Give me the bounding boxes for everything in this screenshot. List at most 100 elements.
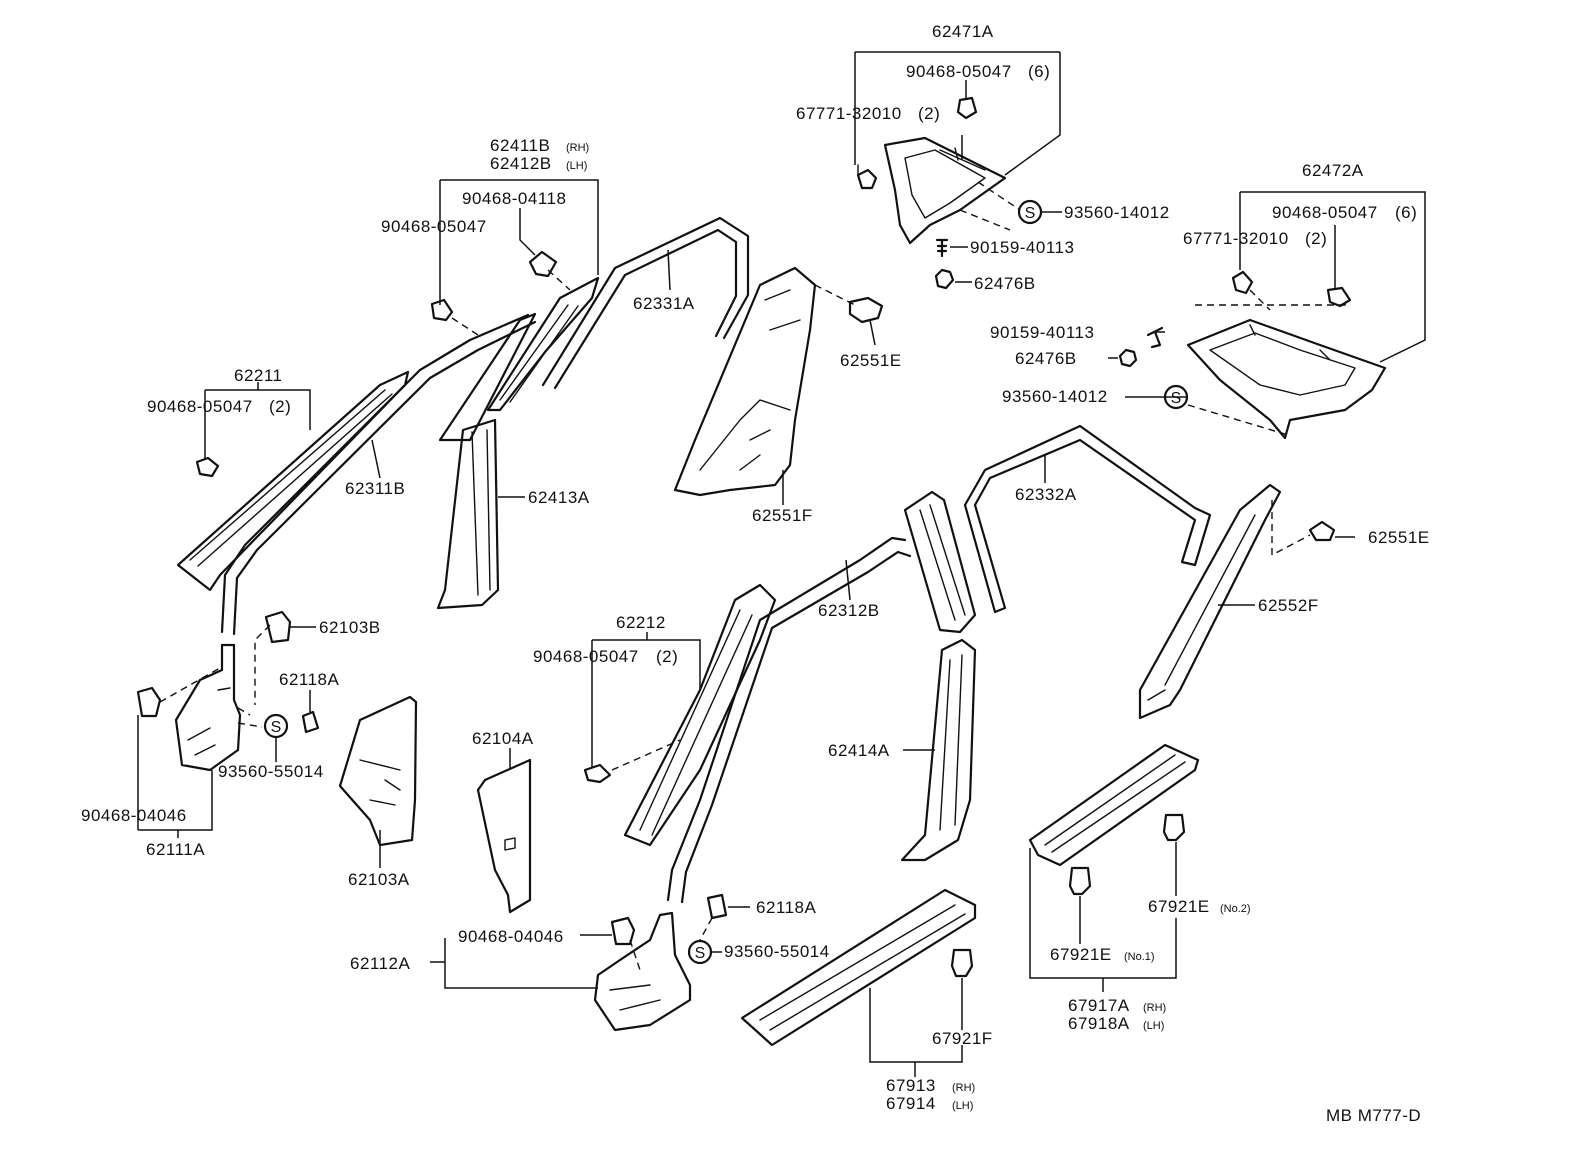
label-qty-2: (2): [918, 104, 940, 123]
clip-62551E-a-icon: [848, 296, 884, 324]
label-62471A: 62471A: [932, 22, 994, 41]
label-90468-04046: 90468-04046: [81, 806, 187, 825]
label-rh-1: (RH): [566, 142, 589, 154]
label-62472A: 62472A: [1302, 161, 1364, 180]
s-symbol-icon: [263, 713, 289, 739]
part-labels: 62471A 90468-05047 (6) 67771-32010 (2) 9…: [81, 22, 1430, 1125]
s-symbol-text: S: [1171, 390, 1182, 407]
clip-90468-05047-right-icon: [1326, 286, 1352, 308]
label-67914: 67914: [886, 1094, 936, 1113]
label-no-2: (No.2): [1220, 903, 1251, 915]
s-symbol-text: S: [695, 945, 706, 962]
part-62551F-inner-garnish: [673, 266, 817, 497]
label-qty-2b: (2): [1305, 229, 1327, 248]
part-62331A-door-trim: [541, 216, 750, 390]
part-62312B-weatherstrip: [666, 536, 912, 904]
label-62118A-b: 62118A: [756, 898, 817, 917]
part-62552F-pillar-garnish: [1138, 483, 1282, 720]
label-62551E: 62551E: [840, 351, 902, 370]
label-62332A: 62332A: [1015, 485, 1077, 504]
clip-90468-05047-left-icon: [195, 456, 220, 478]
label-90159-40113: 90159-40113: [970, 238, 1074, 257]
label-67771-32010: 67771-32010: [796, 104, 902, 123]
part-62311B-weatherstrip: [220, 313, 537, 636]
part-67917A-scuff-plate: [1028, 743, 1200, 867]
label-62551F: 62551F: [752, 506, 813, 525]
leader-lines: [137, 51, 1426, 1077]
clip-62551E-b-icon: [1308, 520, 1336, 542]
label-62111A: 62111A: [146, 840, 205, 859]
label-67913: 67913: [886, 1076, 936, 1095]
label-90468-05047-6b: 90468-05047: [1272, 203, 1378, 222]
label-62211: 62211: [234, 366, 283, 385]
clip-90468-05047-top-icon: [956, 96, 978, 120]
part-62104A-kick-panel: [476, 758, 532, 914]
part-62472A-quarter-trim: [1186, 318, 1387, 440]
label-93560-55014b: 93560-55014: [724, 942, 830, 961]
drawing-code: MB M777-D: [1326, 1106, 1421, 1125]
s-symbol-icon: [1017, 199, 1043, 225]
label-62551E-b: 62551E: [1368, 528, 1430, 547]
label-62312B: 62312B: [818, 601, 880, 620]
clip-90468-05047-b-icon: [583, 763, 612, 784]
screw-90159-40113-right-icon: [1146, 326, 1164, 349]
part-62332A-window-trim: [963, 424, 1212, 614]
label-rh-2: (RH): [952, 1082, 975, 1094]
clip-62103B-icon: [264, 610, 292, 644]
label-qty-2c: (2): [269, 397, 291, 416]
label-62104A: 62104A: [472, 729, 534, 748]
clip-67921E-no2-icon: [1162, 813, 1186, 842]
label-67918A: 67918A: [1068, 1014, 1130, 1033]
label-93560-55014: 93560-55014: [218, 762, 324, 781]
clip-62118A-left-icon: [301, 710, 320, 734]
label-62412B: 62412B: [490, 154, 552, 173]
label-62118A: 62118A: [279, 670, 340, 689]
label-62331A: 62331A: [633, 294, 695, 313]
label-lh-3: (LH): [1143, 1020, 1164, 1032]
part-62112A-cowl-side: [593, 911, 692, 1032]
label-rh-3: (RH): [1143, 1002, 1166, 1014]
label-qty-6b: (6): [1395, 203, 1417, 222]
label-62411B: 62411B: [490, 136, 550, 155]
part-62103A-kick-panel: [338, 695, 418, 847]
nut-62476B-top-icon: [934, 268, 955, 290]
label-93560-14012: 93560-14012: [1064, 203, 1170, 222]
label-62476Bb: 62476B: [1015, 349, 1077, 368]
label-93560-14012b: 93560-14012: [1002, 387, 1108, 406]
label-lh-2: (LH): [952, 1100, 973, 1112]
label-62311B: 62311B: [345, 479, 405, 498]
label-62552F: 62552F: [1258, 596, 1319, 615]
clip-67771-32010-right-icon: [1231, 270, 1254, 295]
label-62103A: 62103A: [348, 870, 410, 889]
label-90468-04118: 90468-04118: [462, 189, 566, 208]
part-62212-pillar-garnish: [623, 583, 777, 847]
part-62413A-pillar-garnish: [436, 418, 500, 610]
label-67921F: 67921F: [932, 1029, 993, 1048]
part-62411B-front-pillar-garnish: [438, 276, 600, 442]
label-67917A: 67917A: [1068, 996, 1130, 1015]
clip-90468-05047-a-icon: [430, 298, 454, 322]
nut-62476B-right-icon: [1118, 348, 1138, 368]
part-62111A-cowl-side: [174, 643, 242, 772]
label-62414A: 62414A: [828, 741, 890, 760]
label-lh-1: (LH): [566, 160, 587, 172]
label-90468-04046b: 90468-04046: [458, 927, 564, 946]
label-90468-05047-2: 90468-05047: [147, 397, 253, 416]
label-62413A: 62413A: [528, 488, 590, 507]
clip-90468-04046-right-icon: [610, 916, 636, 946]
part-67913-scuff-plate: [740, 888, 977, 1047]
clip-67921E-no1-icon: [1068, 866, 1092, 896]
label-no-1: (No.1): [1124, 951, 1155, 963]
s-symbol-icon: [687, 939, 713, 965]
s-symbol-text: S: [1025, 205, 1036, 222]
label-62112A: 62112A: [350, 954, 411, 973]
label-qty-6: (6): [1028, 62, 1050, 81]
s-symbol-text: S: [271, 719, 282, 736]
clip-67921F-icon: [950, 948, 974, 978]
label-qty-2d: (2): [656, 647, 678, 666]
clip-62118A-right-icon: [706, 893, 728, 920]
label-90468-05047-6: 90468-05047: [906, 62, 1012, 81]
part-62414A-pillar-garnish: [900, 638, 977, 862]
